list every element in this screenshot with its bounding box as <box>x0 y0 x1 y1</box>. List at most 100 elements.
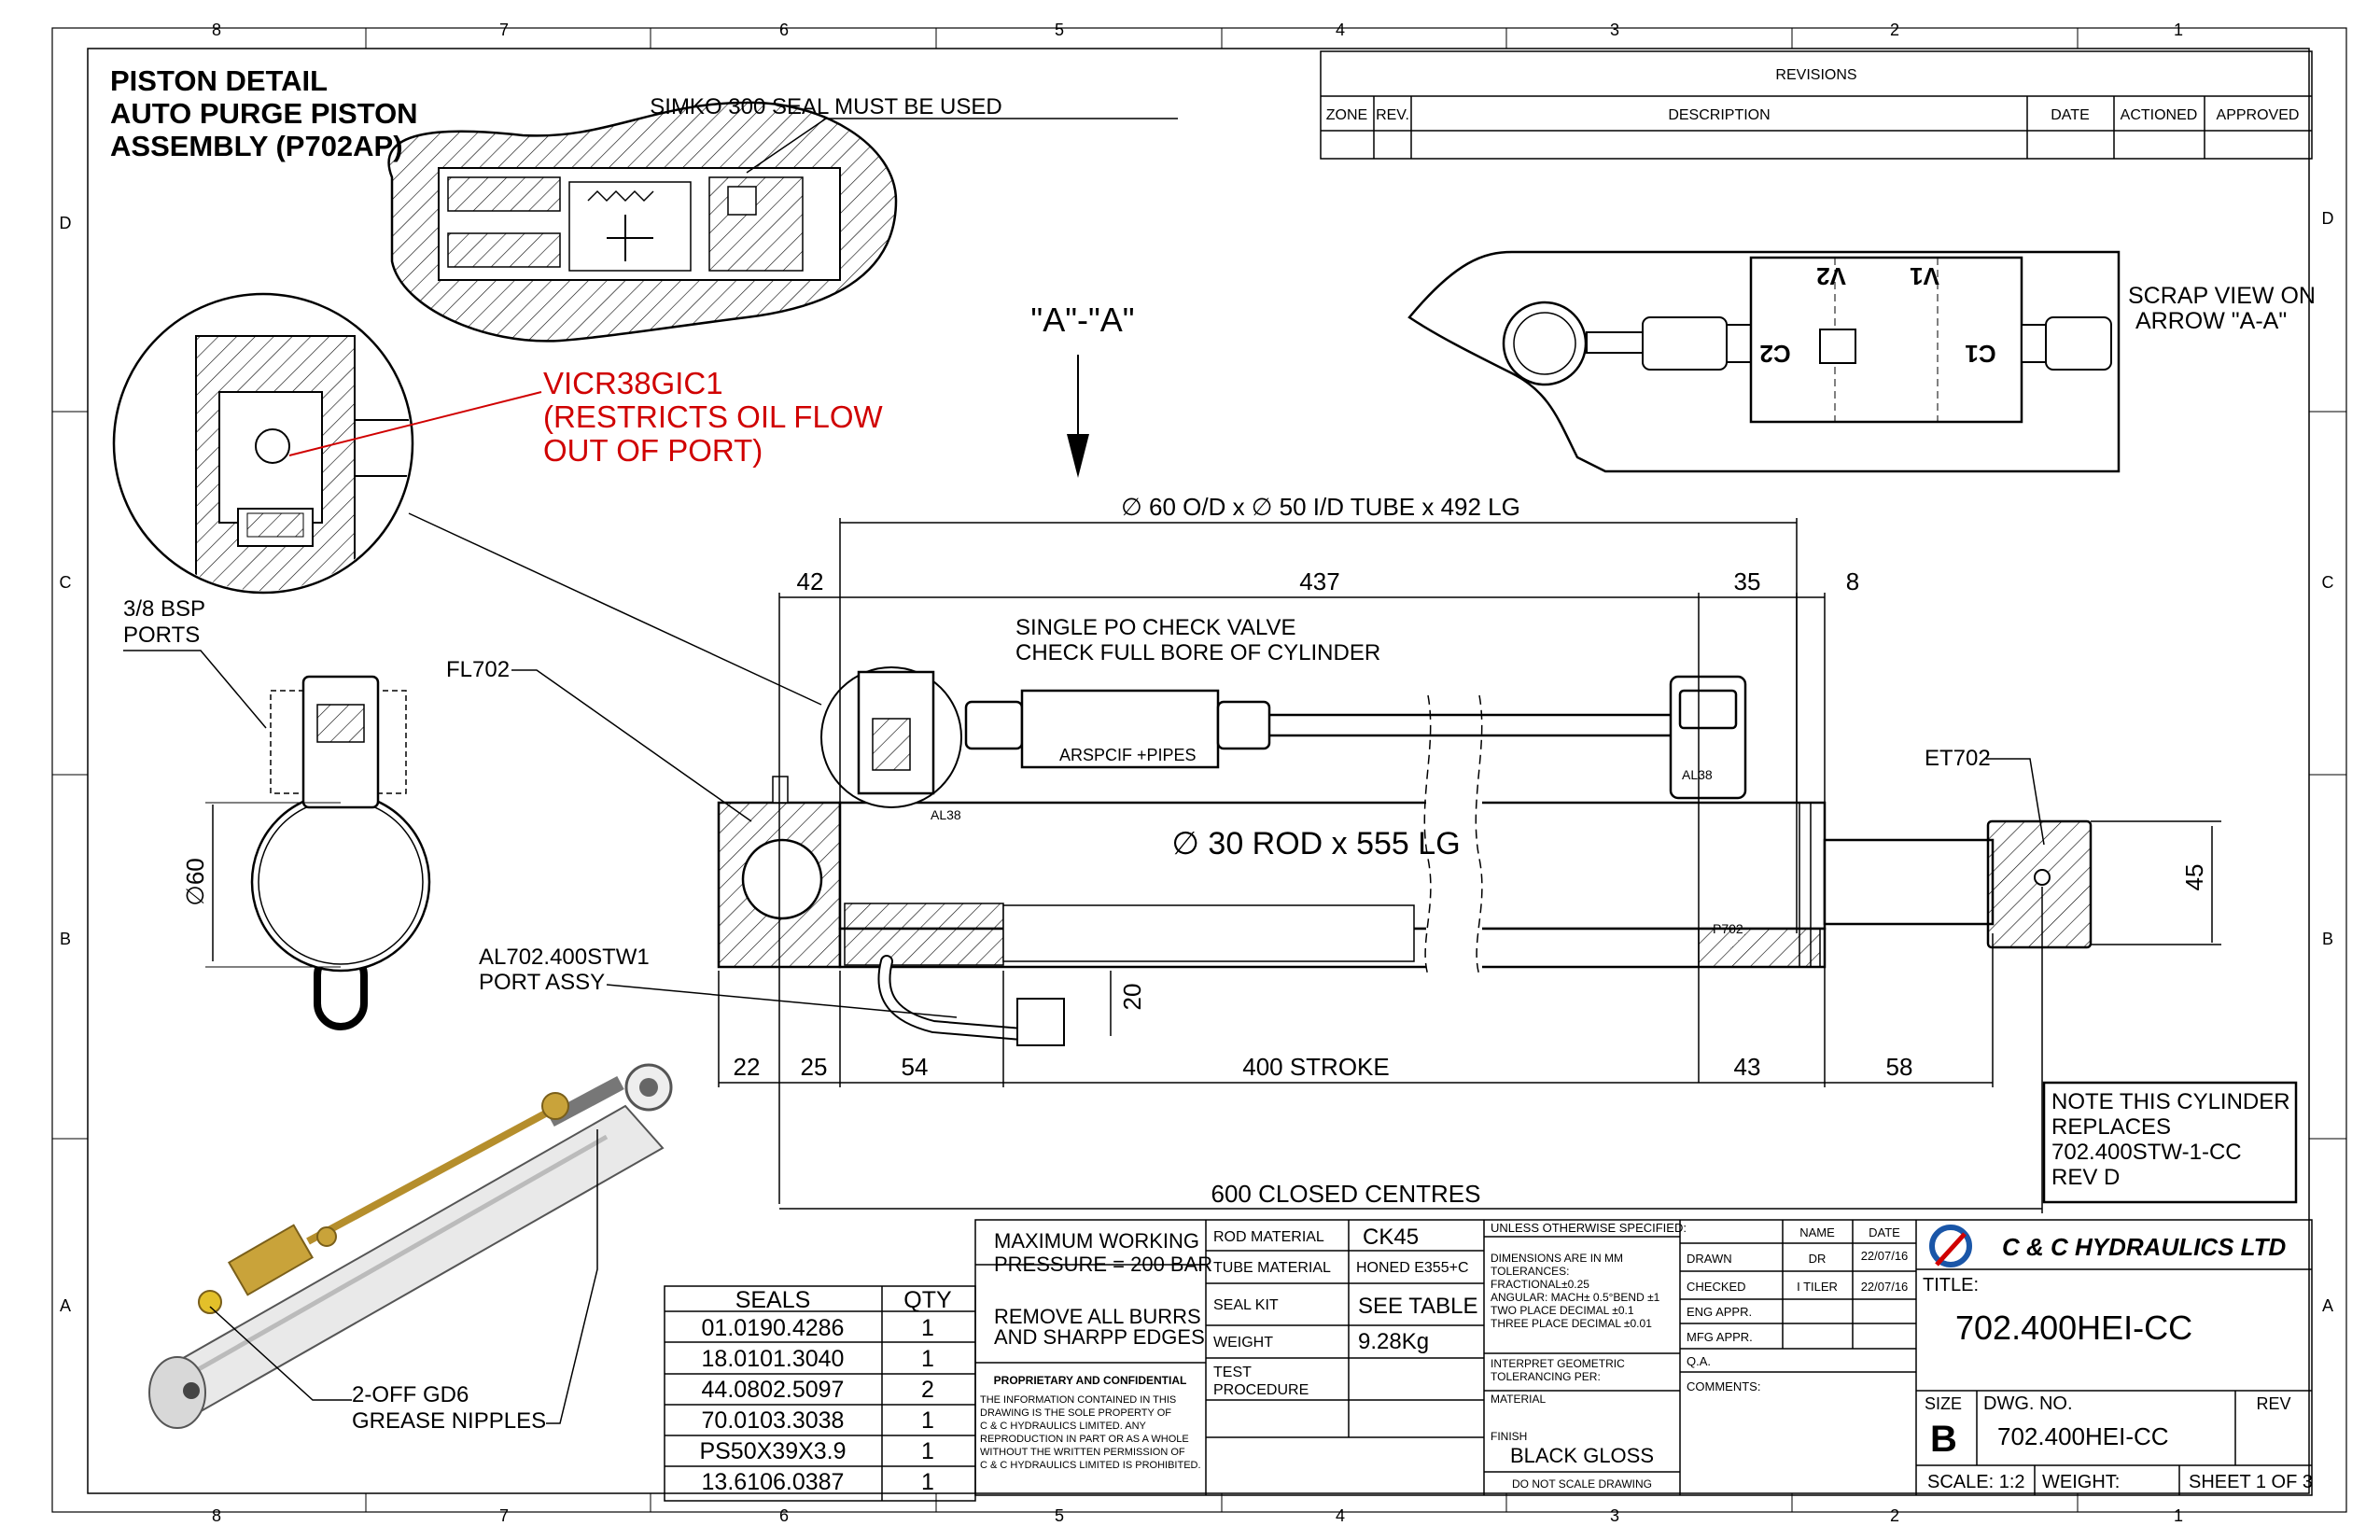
checked-date: 22/07/16 <box>1861 1280 1909 1294</box>
pressure-line2: PRESSURE = 200 BAR <box>994 1253 1212 1276</box>
zone-left-b: B <box>60 930 71 948</box>
interpret-1: INTERPRET GEOMETRIC <box>1491 1357 1625 1370</box>
zone-bottom-5: 5 <box>1055 1506 1064 1525</box>
valve-detail-circle <box>112 292 414 595</box>
valve-label-c2: C2 <box>1759 340 1790 368</box>
seal-row-3-qty: 2 <box>921 1377 934 1403</box>
company-logo <box>1929 1225 1972 1267</box>
seal-row-1-part: 01.0190.4286 <box>702 1315 845 1341</box>
seal-row-2-qty: 1 <box>921 1346 934 1372</box>
replaces-line2: REPLACES <box>2051 1114 2171 1140</box>
test-label-2: PROCEDURE <box>1213 1382 1309 1398</box>
bsp-leader <box>123 650 267 729</box>
zone-top-7: 7 <box>499 21 509 39</box>
revision-col-approved: APPROVED <box>2217 107 2300 123</box>
proprietary-text-3: C & C HYDRAULICS LIMITED. ANY <box>980 1421 1147 1432</box>
zone-top-2: 2 <box>1890 21 1899 39</box>
valve-callout-line3: OUT OF PORT) <box>543 433 763 468</box>
port-assy-line1: AL702.400STW1 <box>479 945 650 970</box>
valve-callout-leader <box>288 391 542 456</box>
drawn-date: 22/07/16 <box>1861 1249 1909 1263</box>
al38-label-left: AL38 <box>931 807 961 822</box>
al38-label-right: AL38 <box>1682 767 1713 782</box>
dim-20: 20 <box>1118 984 1146 1011</box>
tolerance-6: THREE PLACE DECIMAL ±0.01 <box>1491 1317 1652 1330</box>
seal-row-6-qty: 1 <box>921 1469 934 1495</box>
seal-row-1-qty: 1 <box>921 1315 934 1341</box>
tube-material-label: TUBE MATERIAL <box>1213 1260 1331 1276</box>
seal-note: SIMKO 300 SEAL MUST BE USED <box>650 94 1001 119</box>
cylinder-main-view <box>717 776 2093 1046</box>
valve-callout-line1: VICR38GIC1 <box>543 366 723 400</box>
replaces-line3: 702.400STW-1-CC <box>2051 1140 2242 1165</box>
revision-col-date: DATE <box>2051 107 2089 123</box>
finish-value: BLACK GLOSS <box>1510 1444 1654 1467</box>
zone-right-d: D <box>2322 209 2334 228</box>
weight-value: 9.28Kg <box>1358 1329 1429 1354</box>
cylinder-end-view <box>250 675 431 1030</box>
dim-bottom-54: 54 <box>902 1053 929 1081</box>
valve-label-c1: C1 <box>1965 340 1995 368</box>
nipples-leader-1 <box>209 1306 352 1401</box>
check-valve-piping <box>820 666 1747 808</box>
seal-row-2-part: 18.0101.3040 <box>702 1346 845 1372</box>
zone-right-c: C <box>2322 573 2334 592</box>
checked-label: CHECKED <box>1687 1280 1746 1294</box>
size-label: SIZE <box>1925 1394 1962 1413</box>
dim-top-437: 437 <box>1299 567 1339 595</box>
replaces-line1: NOTE THIS CYLINDER <box>2051 1089 2290 1114</box>
seal-kit-value: SEE TABLE <box>1358 1294 1478 1319</box>
sheet-label: SHEET 1 OF 3 <box>2189 1472 2313 1492</box>
seal-row-4-part: 70.0103.3038 <box>702 1407 845 1434</box>
zone-bottom-6: 6 <box>779 1506 789 1525</box>
title-label: TITLE: <box>1923 1275 1979 1295</box>
scale-label: SCALE: 1:2 <box>1927 1472 2025 1492</box>
zone-top-1: 1 <box>2174 21 2183 39</box>
zone-left-d: D <box>60 214 72 232</box>
rod-material-value: CK45 <box>1363 1225 1419 1250</box>
seal-row-3-part: 44.0802.5097 <box>702 1377 845 1403</box>
et702-leader <box>1986 758 2045 846</box>
zone-top-3: 3 <box>1610 21 1619 39</box>
seal-row-5-qty: 1 <box>921 1438 934 1464</box>
tolerance-2: TOLERANCES: <box>1491 1265 1569 1278</box>
dim-closed-centres: 600 CLOSED CENTRES <box>1211 1180 1481 1208</box>
port-assy-line2: PORT ASSY <box>479 970 605 995</box>
name-header: NAME <box>1799 1225 1835 1239</box>
break-line-left <box>1423 694 1432 976</box>
p702-label: P702 <box>1713 921 1743 936</box>
replaces-note-box <box>2042 1081 2298 1204</box>
dwg-no-label: DWG. NO. <box>1983 1393 2073 1414</box>
detail-circle-leader <box>408 512 822 706</box>
weight2-label: WEIGHT: <box>2042 1472 2120 1492</box>
check-valve-line2: CHECK FULL BORE OF CYLINDER <box>1015 640 1380 665</box>
interpret-2: TOLERANCING PER: <box>1491 1370 1601 1383</box>
seal-note-leader <box>746 118 827 174</box>
tolerance-4: ANGULAR: MACH± 0.5°BEND ±1 <box>1491 1291 1660 1304</box>
check-valve-line1: SINGLE PO CHECK VALVE <box>1015 615 1296 640</box>
proprietary-text-5: WITHOUT THE WRITTEN PERMISSION OF <box>980 1447 1185 1458</box>
dim-top-35: 35 <box>1734 567 1761 595</box>
dim-top-42: 42 <box>797 567 824 595</box>
nipples-line2: GREASE NIPPLES <box>352 1408 546 1434</box>
dim-bottom-22: 22 <box>734 1053 761 1081</box>
revision-col-zone: ZONE <box>1326 107 1367 123</box>
tolerance-5: TWO PLACE DECIMAL ±0.1 <box>1491 1304 1634 1317</box>
dim-bottom-stroke: 400 STROKE <box>1242 1053 1390 1081</box>
weight-label: WEIGHT <box>1213 1335 1273 1351</box>
test-label-1: TEST <box>1213 1365 1252 1380</box>
dim-bottom-43: 43 <box>1734 1053 1761 1081</box>
nipples-line1: 2-OFF GD6 <box>352 1382 469 1407</box>
revision-table <box>1320 50 2313 160</box>
dwg-no-value: 702.400HEI-CC <box>1997 1422 2169 1450</box>
section-label: "A"-"A" <box>1030 301 1134 339</box>
dim-bottom-58: 58 <box>1886 1053 1913 1081</box>
burrs-line2: AND SHARPP EDGES <box>994 1325 1205 1349</box>
zone-top-4: 4 <box>1336 21 1345 39</box>
date-header: DATE <box>1869 1225 1900 1239</box>
isometric-cylinder-view <box>148 1063 673 1429</box>
dim-dia60: ∅60 <box>181 858 209 906</box>
qa-label: Q.A. <box>1687 1354 1711 1368</box>
revision-col-actioned: ACTIONED <box>2121 107 2198 123</box>
